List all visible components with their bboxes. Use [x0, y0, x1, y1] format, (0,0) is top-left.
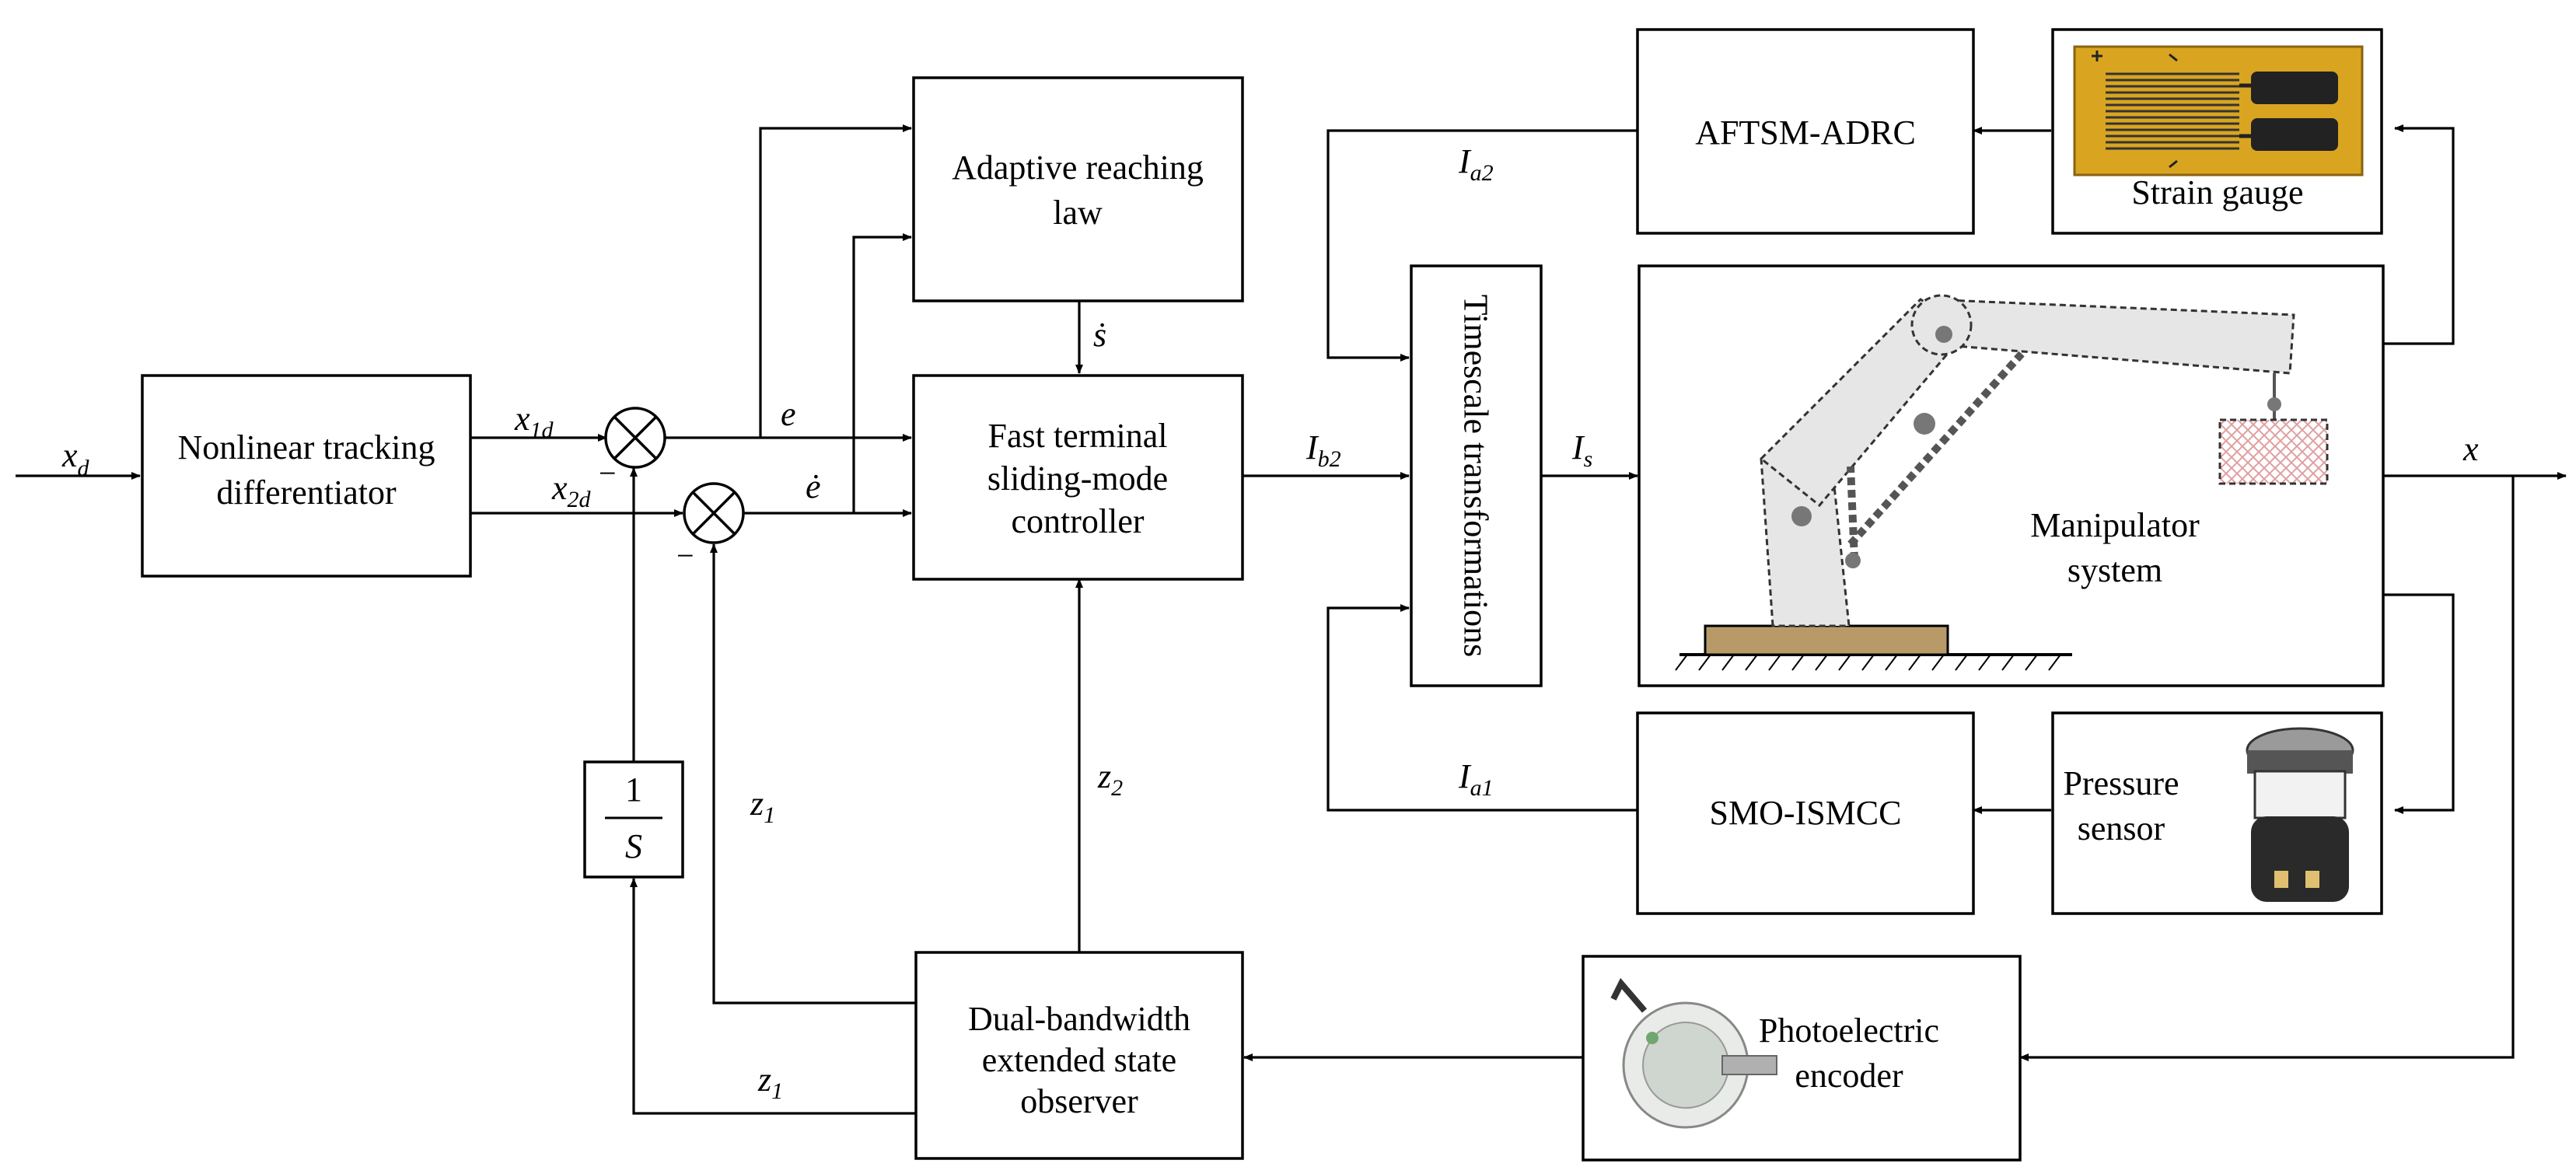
integrator-block: 1 S — [583, 760, 684, 879]
manipulator-label-line1: Manipulator — [2030, 506, 2200, 544]
strain-gauge-block: Strain gauge — [2051, 28, 2383, 235]
reaching-law-label-line2: law — [1053, 194, 1103, 232]
wire-z1-to-sum2 — [710, 543, 916, 1005]
eso-label-line1: Dual-bandwidth — [968, 1000, 1190, 1038]
signal-sdot-label: ṡ — [1093, 316, 1106, 354]
signal-ia1-label: Ia1 — [1458, 757, 1494, 801]
nonlinear-tracking-differentiator-block: Nonlinear tracking differentiator — [141, 374, 472, 578]
wire-to-pressure — [2383, 593, 2455, 814]
minus-sign-sum2: − — [676, 538, 694, 573]
signal-z2-label: z2 — [1097, 757, 1123, 801]
timescale-transformations-block: Timescale transformations — [1410, 264, 1543, 687]
signal-xd-label: xd — [61, 436, 90, 481]
summing-junction-1 — [604, 407, 666, 469]
manipulator-label-line2: system — [2067, 551, 2162, 589]
wire-edot-to-law — [852, 233, 912, 513]
signal-x1d-label: x1d — [514, 400, 554, 443]
pressure-label-line2: sensor — [2078, 809, 2165, 847]
pressure-label-line1: Pressure — [2063, 764, 2179, 802]
smo-ismcc-block: SMO-ISMCC — [1636, 711, 1975, 915]
aftsm-adrc-block: AFTSM-ADRC — [1636, 28, 1975, 235]
aftsm-label: AFTSM-ADRC — [1695, 114, 1916, 152]
pressure-sensor-image — [2246, 727, 2354, 902]
ftsm-label-line2: sliding-mode — [987, 459, 1168, 498]
encoder-label-line1: Photoelectric — [1759, 1012, 1939, 1050]
manipulator-system-block: Manipulator system — [1638, 264, 2385, 687]
eso-block: Dual-bandwidth extended state observer — [914, 951, 1244, 1160]
minus-sign-sum1: − — [599, 456, 617, 491]
signal-z1-lower-label: z1 — [757, 1060, 783, 1104]
ftsm-controller-block: Fast terminal sliding-mode controller — [912, 374, 1244, 581]
summing-junction-2 — [683, 482, 745, 544]
timescale-label: Timescale transformations — [1457, 295, 1495, 657]
wire-e-to-law — [759, 124, 912, 438]
pressure-sensor-block: Pressure sensor — [2051, 711, 2383, 915]
wire-to-encoder — [2019, 476, 2515, 1061]
tracking-diff-label-line2: differentiator — [216, 473, 397, 512]
signal-is-label: Is — [1571, 428, 1592, 472]
ftsm-label-line3: controller — [1011, 502, 1144, 540]
photoelectric-encoder-block: Photoelectric encoder — [1582, 955, 2022, 1162]
wire-ia1 — [1326, 604, 1638, 812]
eso-label-line2: extended state — [982, 1041, 1176, 1079]
wire-ia2 — [1326, 129, 1638, 362]
encoder-label-line2: encoder — [1795, 1057, 1903, 1095]
signal-z1-upper-label: z1 — [750, 784, 775, 828]
wire-to-strain — [2383, 124, 2455, 345]
wire-z1-to-integrator — [630, 878, 916, 1115]
reaching-law-label-line1: Adaptive reaching — [952, 148, 1204, 187]
signal-ia2-label: Ia2 — [1458, 142, 1494, 186]
signal-edot-label: ė — [806, 467, 821, 505]
signal-x-label: x — [2462, 430, 2479, 468]
tracking-diff-label-line1: Nonlinear tracking — [177, 428, 435, 466]
signal-e-label: e — [781, 395, 796, 433]
integrator-denominator: S — [625, 827, 642, 865]
adaptive-reaching-law-block: Adaptive reaching law — [912, 76, 1244, 302]
smo-label: SMO-ISMCC — [1710, 794, 1902, 832]
encoder-image — [1610, 977, 1777, 1129]
strain-gauge-image — [2073, 45, 2364, 176]
signal-ib2-label: Ib2 — [1305, 428, 1341, 472]
integrator-numerator: 1 — [625, 770, 642, 809]
eso-label-line3: observer — [1020, 1082, 1138, 1120]
signal-x2d-label: x2d — [551, 469, 592, 512]
manipulator-image — [1675, 294, 2329, 671]
ftsm-label-line1: Fast terminal — [988, 417, 1168, 455]
signal-wires — [16, 124, 2567, 1115]
strain-gauge-label: Strain gauge — [2131, 173, 2303, 211]
